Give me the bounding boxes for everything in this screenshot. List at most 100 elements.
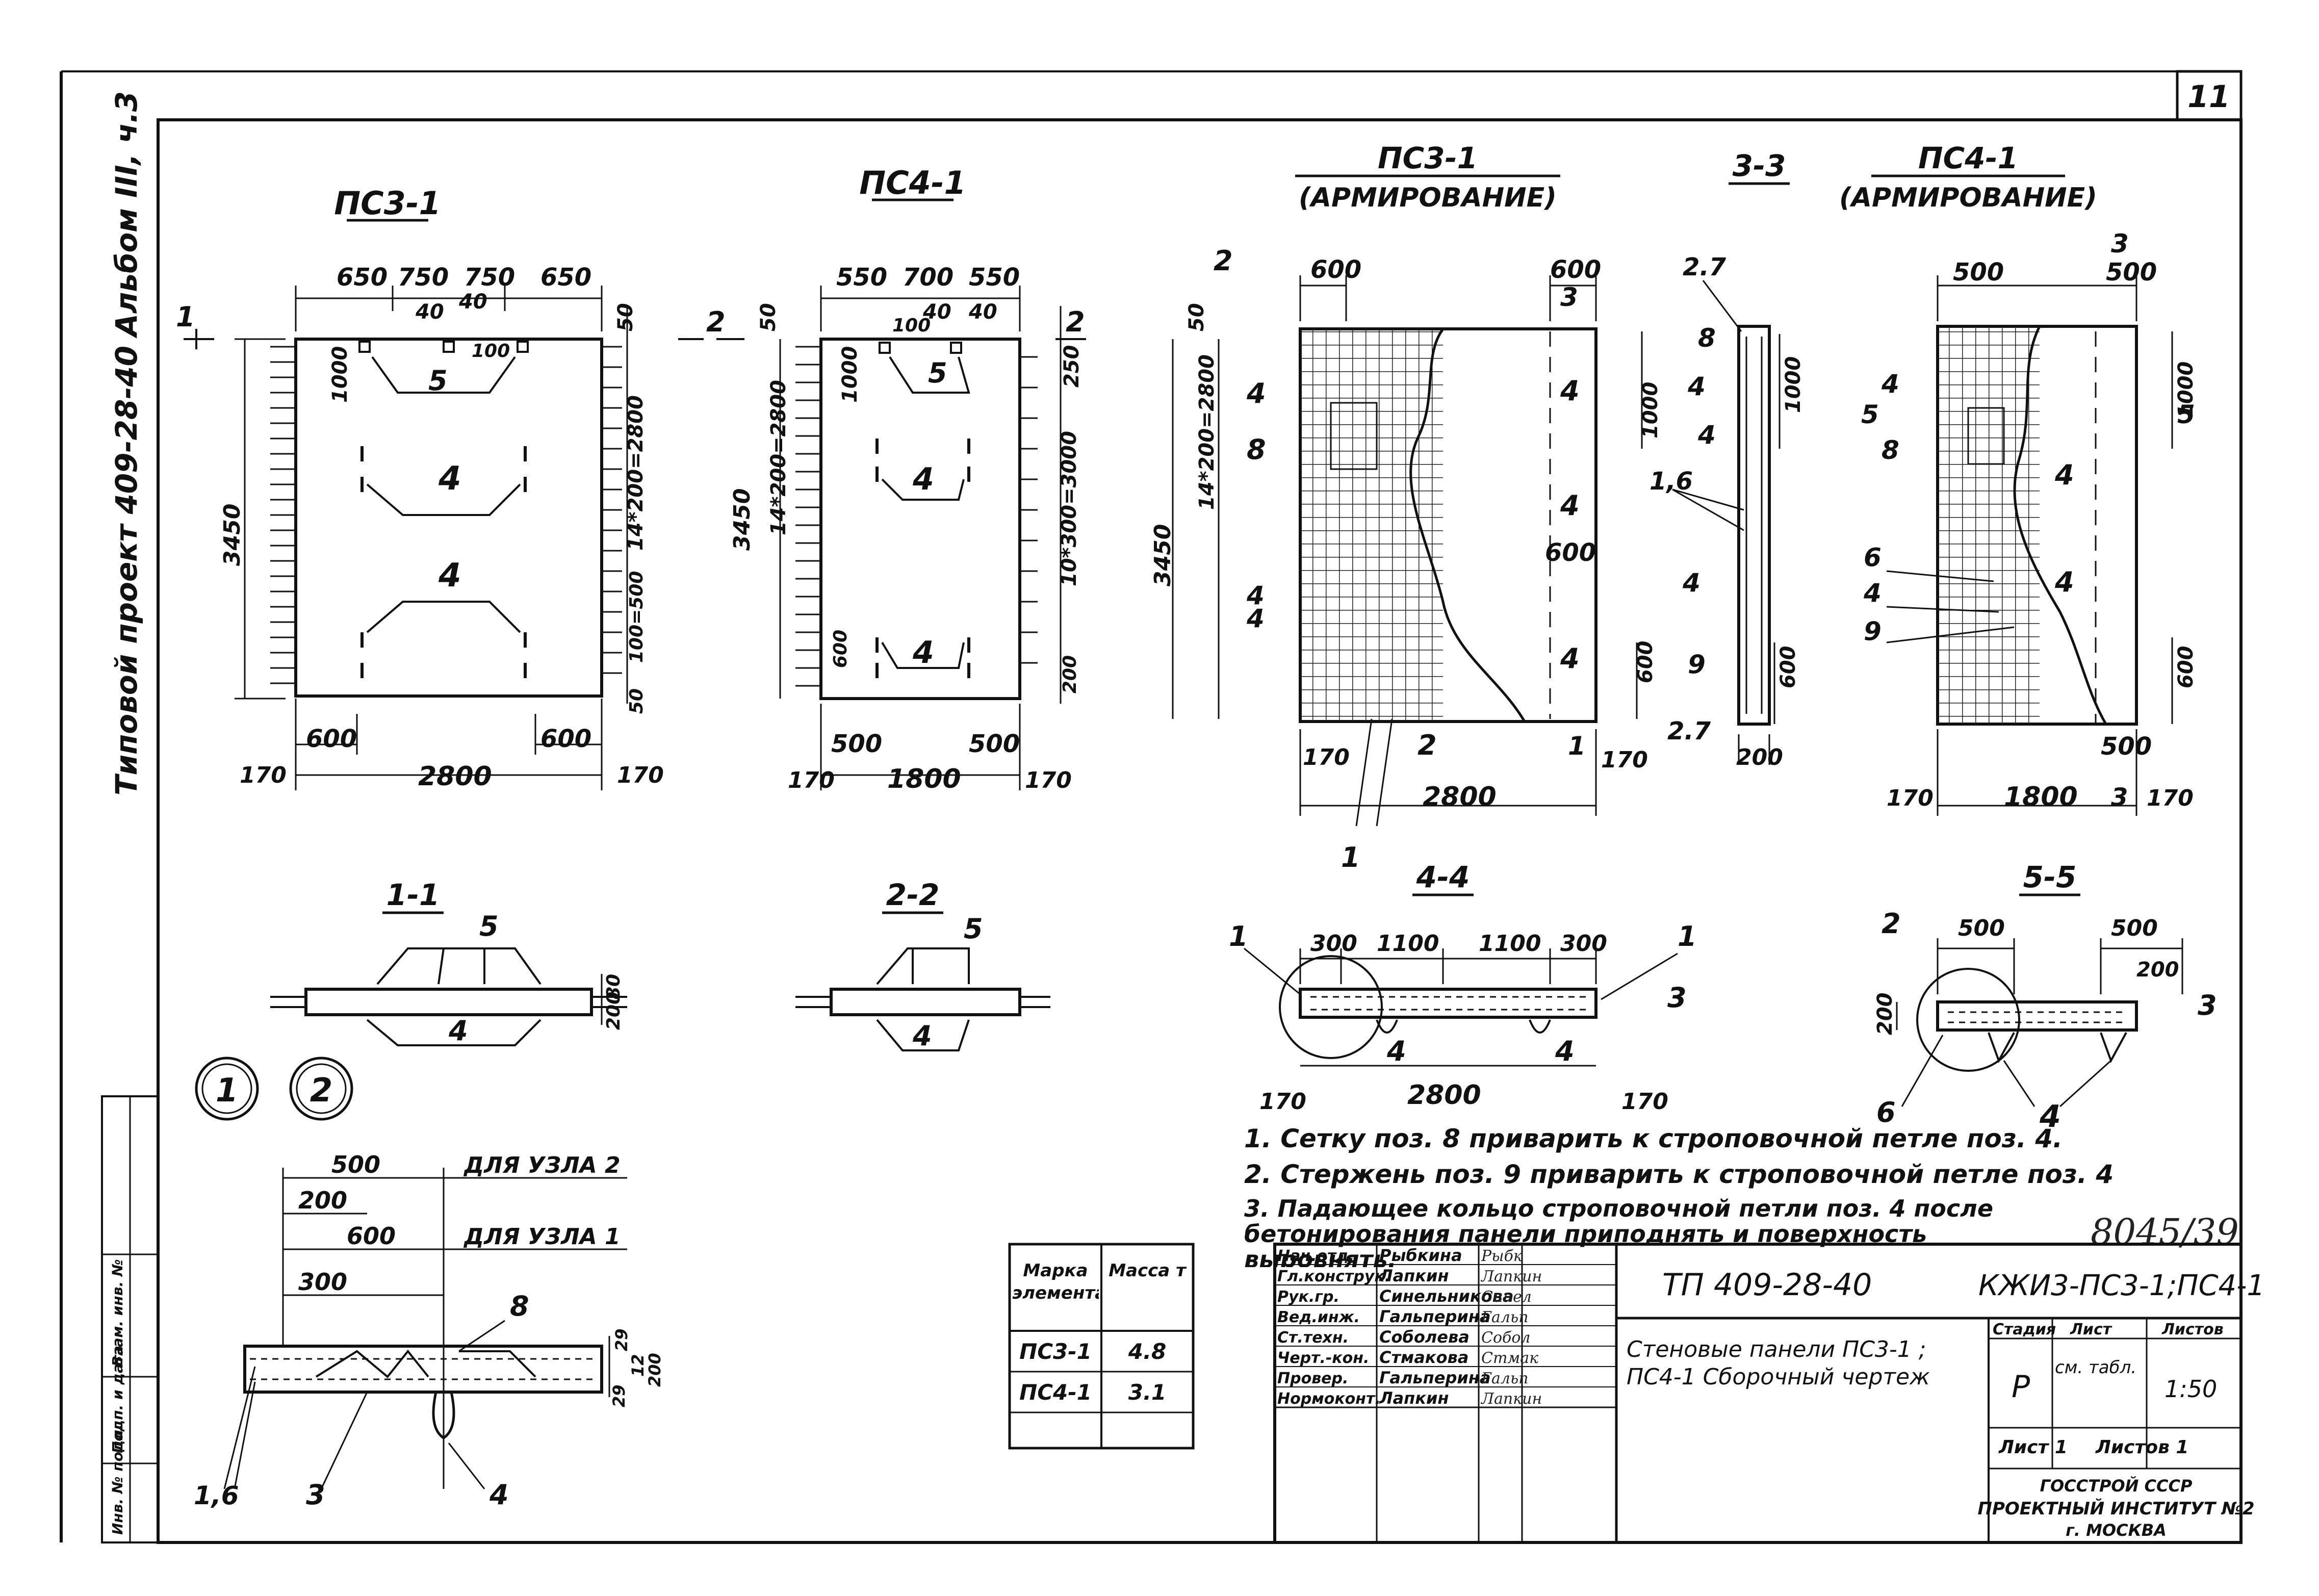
dim: 2800 (418, 761, 492, 792)
dim: 1000 (328, 346, 352, 403)
pos-label: 1 (1678, 920, 1697, 953)
staff-name: Лапкин (1379, 1266, 1449, 1285)
staff-role: Ст.техн. (1277, 1329, 1349, 1347)
pos-label: 4 (1386, 1035, 1406, 1067)
drawing-title-wrap: Стеновые панели ПС3-1 ; ПС4-1 Сборочный … (1627, 1336, 1930, 1390)
pos-label: 1 (1568, 731, 1586, 761)
pos-label: 4 (912, 1020, 932, 1052)
sheet-number: 11 (2187, 79, 2230, 115)
pos-label: 3 (2111, 229, 2129, 259)
mass-table-header-1-wrap: Марка элемента (1012, 1260, 1099, 1303)
staff-role: Нормоконт. (1277, 1390, 1381, 1408)
pos-label: 3 (1560, 282, 1578, 312)
pos-label: 4 (1697, 420, 1716, 450)
node-note: ДЛЯ УЗЛА 2 (463, 1152, 621, 1178)
dim: 1000 (1782, 356, 1805, 413)
dim: 1000 (838, 346, 862, 403)
dim: 100 (892, 315, 931, 336)
dim: 550 (969, 263, 1020, 292)
signature: Лапкин (1480, 1268, 1542, 1285)
mass-table-cell: ПС3-1 (1019, 1339, 1092, 1364)
staff-role: Провер. (1277, 1370, 1348, 1387)
dim: 500 (2106, 258, 2157, 287)
pos-label: 5 (1861, 400, 1879, 429)
staff-name: Гальперина (1379, 1368, 1491, 1387)
pos-label: 5 (428, 365, 448, 397)
mass-table-header-2-wrap: Масса т (1109, 1260, 1186, 1281)
dim: 200 (298, 1187, 347, 1214)
mass-table-cell: ПС4-1 (1019, 1380, 1092, 1405)
dim: 10*300=3000 (1058, 431, 1081, 586)
pos-label: 8 (1698, 323, 1716, 353)
pos-label: 4 (912, 635, 934, 671)
dim: 170 (1621, 1089, 1668, 1115)
stamp-inv: Инв. № подл. (109, 1424, 126, 1535)
dim: 600 (306, 725, 357, 753)
dim: 50 (1185, 303, 1208, 331)
view-title: 5-5 (2023, 860, 2077, 894)
mass-table-header: Марка элемента (1012, 1260, 1099, 1303)
dim: 600 (1550, 255, 1601, 284)
dim: 29 (612, 1328, 631, 1351)
pos-label: 4 (1560, 642, 1580, 675)
org-line: ГОССТРОЙ СССР (2040, 1476, 2193, 1496)
dim: 50 (614, 303, 637, 331)
pos-label: 4 (448, 1015, 468, 1047)
dim: 500 (2111, 915, 2158, 941)
dim: 40 (458, 290, 487, 314)
view-title: 4-4 (1416, 860, 1470, 894)
node-detail: 1 2 500 200 600 300 ДЛЯ УЗЛА 2 ДЛЯ УЗЛА … (194, 1057, 664, 1511)
dim: 170 (1303, 744, 1350, 770)
mass-table-cell: 3.1 (1128, 1380, 1166, 1405)
section-mark: 2 (1066, 306, 1085, 338)
signature: Гальп (1481, 1308, 1529, 1326)
pos-label: 4 (1682, 568, 1700, 598)
drawing-code: КЖИ3-ПС3-1;ПС4-1 (1978, 1269, 2265, 1302)
staff-role: Гл.конструк. (1277, 1268, 1390, 1285)
dim: 1800 (2004, 782, 2078, 812)
scale-value: 1:50 (2165, 1375, 2217, 1403)
pos-label: 3 (2198, 989, 2217, 1021)
dim: 100=500 (626, 571, 647, 663)
note-1: 1. Сетку поз. 8 приварить к строповочной… (1244, 1124, 2063, 1153)
mass-table-cell: 4.8 (1128, 1339, 1166, 1364)
signature: Гальп (1481, 1370, 1529, 1387)
sheet-value-wrap: см. табл. (2055, 1357, 2136, 1378)
view-ps3-reinforcement: ПС3-1 (АРМИРОВАНИЕ) 600 600 3450 14*200=… (1150, 141, 1662, 873)
sheet-number-box (2176, 70, 2243, 121)
pos-label: 5 (928, 357, 947, 389)
note-3-wrap: 3. Падающее кольцо строповочной петли по… (1244, 1196, 1993, 1267)
dim: 1100 (1479, 931, 1541, 957)
dim: 40 (922, 300, 951, 324)
staff-role: Нач.отд. (1277, 1247, 1354, 1265)
pos-label: 2 (1882, 908, 1901, 940)
dim: 200 (603, 992, 624, 1030)
dim: 750 (464, 263, 515, 292)
pos-label: 4 (438, 557, 461, 595)
section-mark: 1 (176, 301, 195, 333)
node-circle-label: 1 (216, 1072, 239, 1110)
dim: 500 (1958, 915, 2005, 941)
dim: 300 (298, 1268, 347, 1296)
dim: 12 (628, 1354, 648, 1377)
signature: Синел (1481, 1288, 1532, 1306)
dim: 14*200=2800 (1195, 354, 1219, 510)
dim: 170 (240, 762, 287, 788)
drawing-title: Стеновые панели ПС3-1 ; ПС4-1 Сборочный … (1627, 1336, 1930, 1390)
album-label: Альбом III, ч.3 (109, 91, 144, 339)
pos-label: 2.7 (1683, 253, 1727, 281)
dim: 170 (788, 767, 835, 793)
stage-header: Стадия (1993, 1321, 2056, 1338)
view-title: ПС3-1 (334, 185, 441, 222)
sheet-header: Лист (2070, 1321, 2112, 1338)
dim: 40 (415, 300, 444, 324)
dim: 600 (2174, 646, 2198, 689)
pos-label: 2 (1418, 729, 1437, 761)
sheets-line: Листов 1 (2095, 1437, 2188, 1458)
pos-label: 8 (1247, 433, 1266, 466)
org-line: ПРОЕКТНЫЙ ИНСТИТУТ №2 (1978, 1498, 2255, 1519)
view-title: ПС4-1 (1918, 141, 2018, 175)
general-notes: 1. Сетку поз. 8 приварить к строповочной… (1244, 1124, 2239, 1267)
section-outline (304, 988, 593, 1016)
